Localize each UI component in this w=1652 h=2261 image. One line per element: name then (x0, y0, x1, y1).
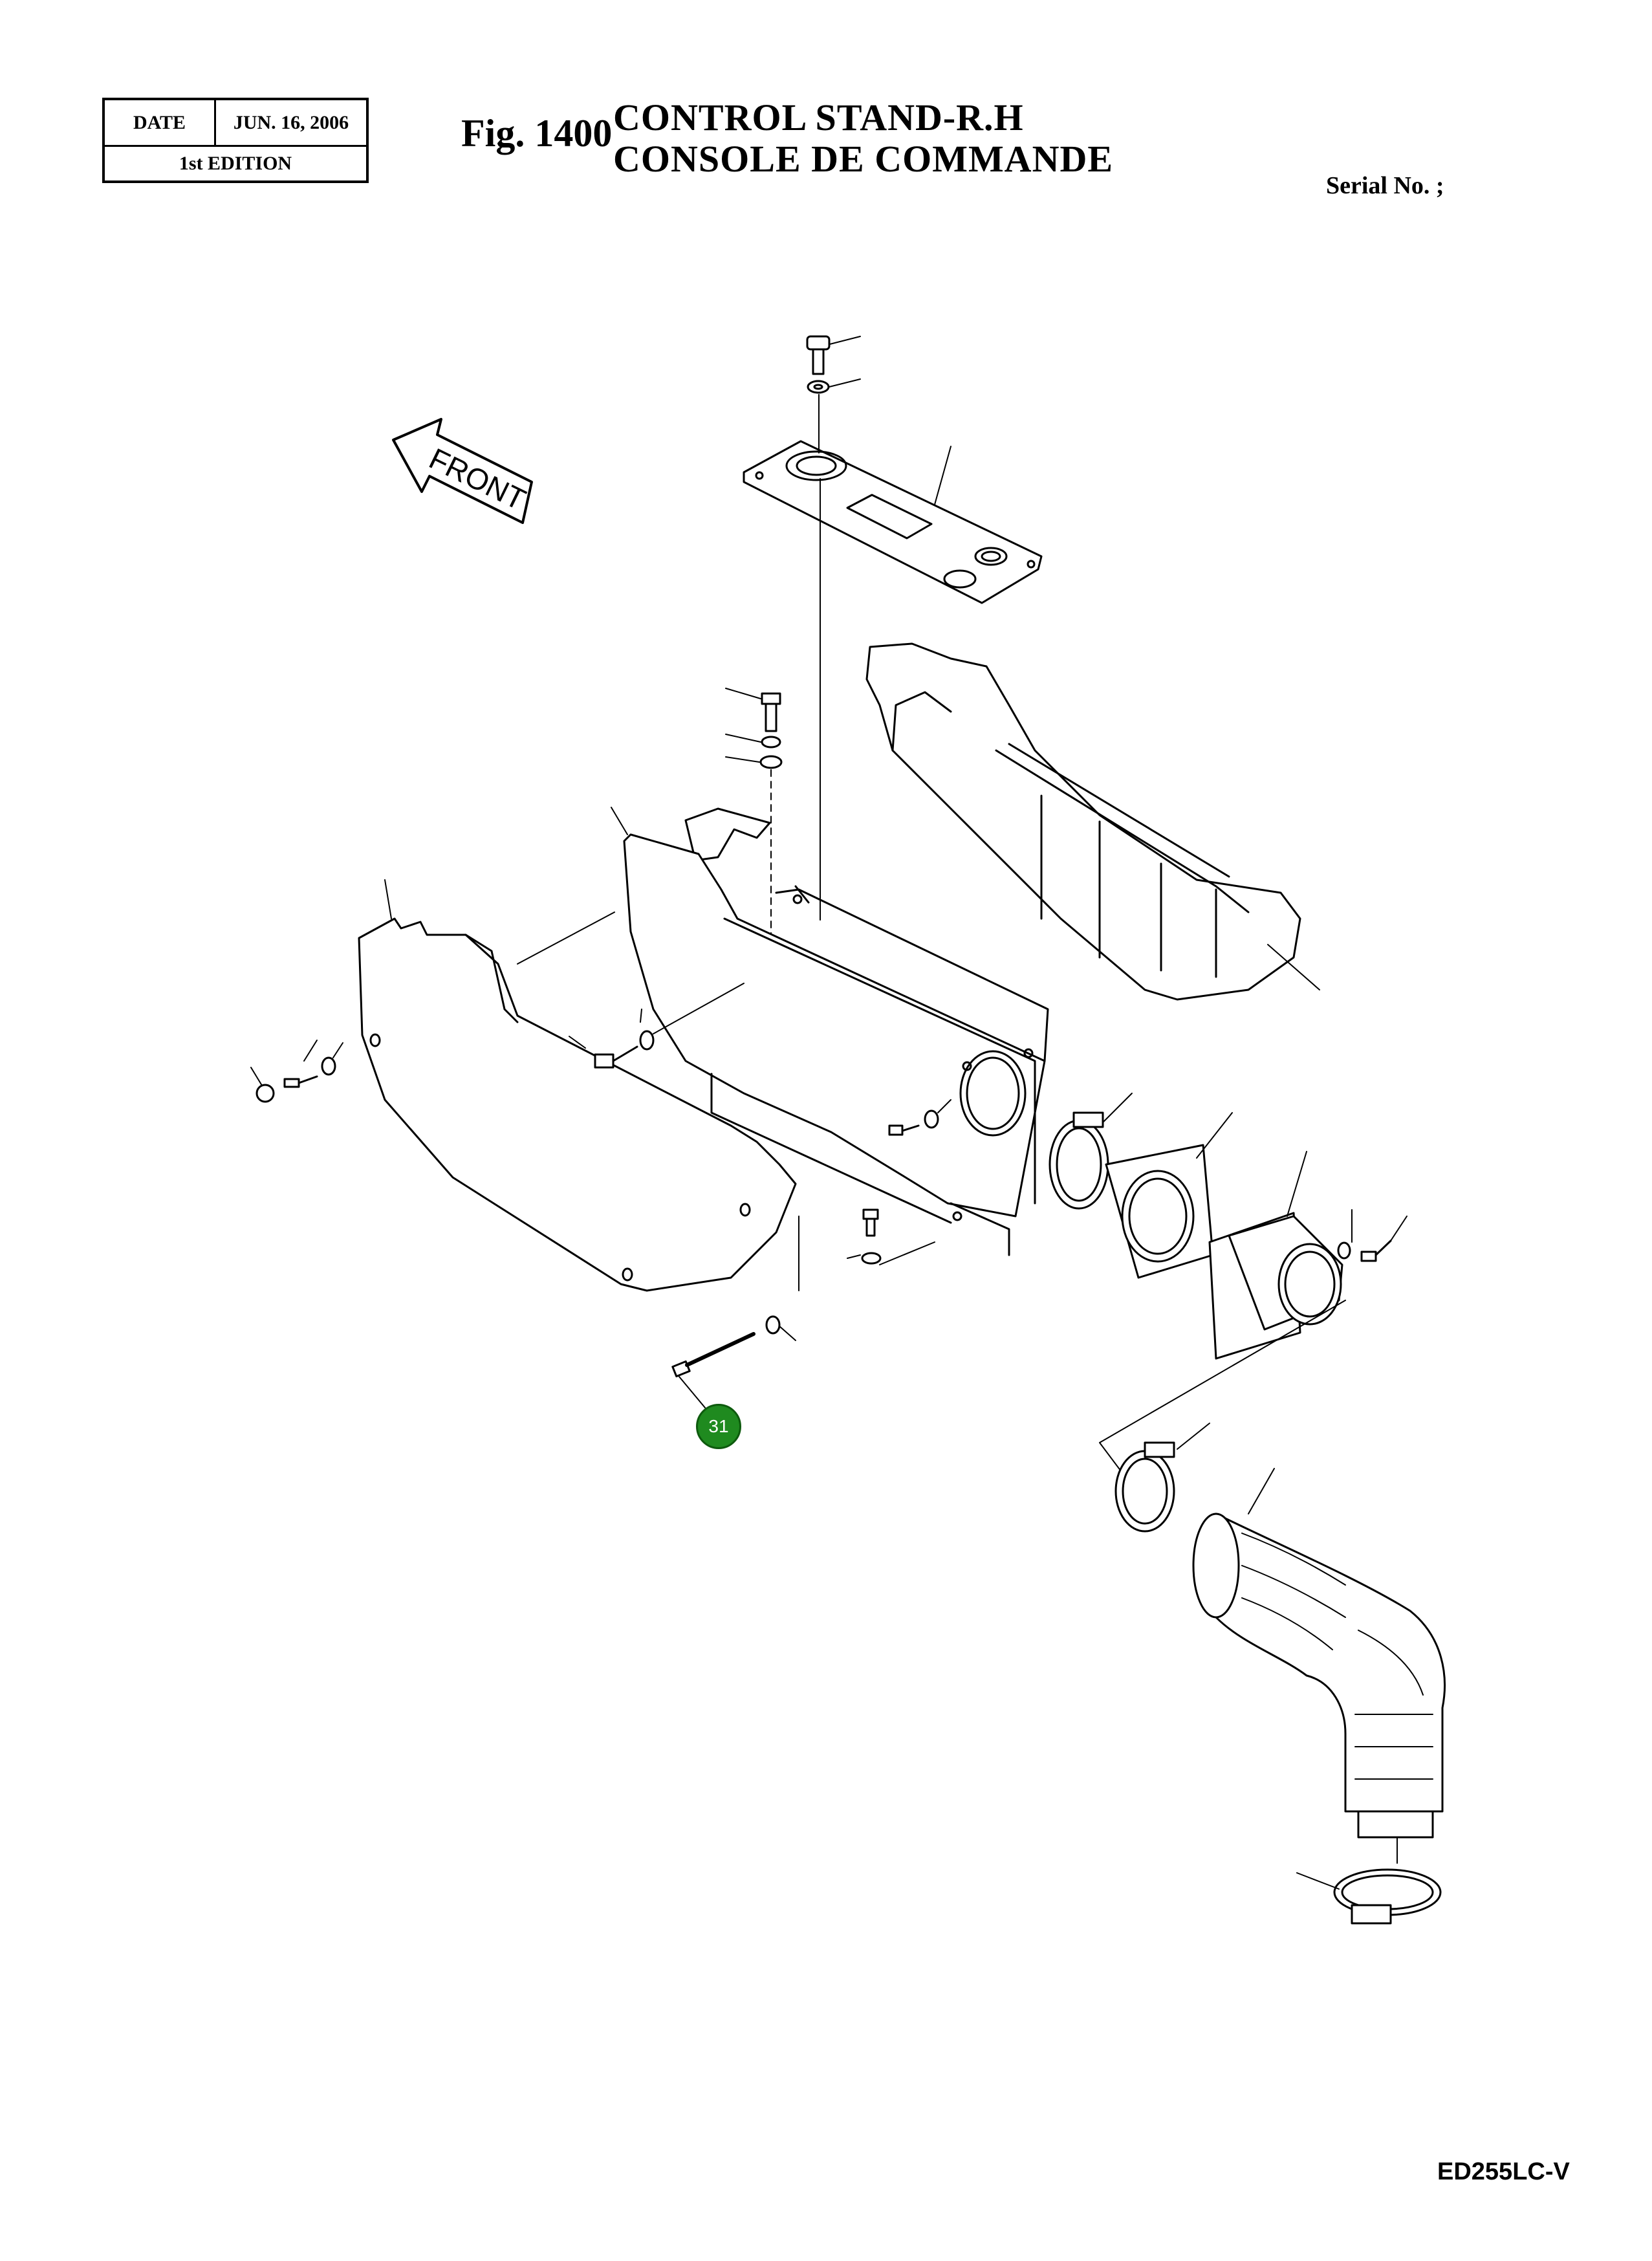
left-bolt-small (283, 1040, 318, 1088)
bracket-bolt (888, 1099, 951, 1136)
figure-number: Fig. 1400 (461, 112, 613, 155)
date-label: DATE (105, 100, 216, 145)
serial-number-label: Serial No. ; (1326, 172, 1444, 199)
left-washer (321, 1042, 343, 1076)
left-clip (250, 1067, 275, 1103)
date-edition-box: DATE JUN. 16, 2006 1st EDITION (102, 98, 369, 183)
top-washer (807, 378, 861, 394)
duct-flange (1105, 1112, 1233, 1279)
front-arrow: FRONT (392, 418, 533, 524)
front-arrow-label: FRONT (424, 441, 531, 516)
left-side-cover (358, 879, 799, 1292)
callout-badge-31[interactable]: 31 (696, 1404, 741, 1449)
duct-adaptor (1208, 1151, 1343, 1360)
date-row: DATE JUN. 16, 2006 (105, 100, 366, 147)
right-screw (1337, 1209, 1407, 1262)
mid-washer-2 (725, 755, 783, 769)
date-value: JUN. 16, 2006 (233, 111, 349, 133)
mid-washer-1 (725, 734, 781, 748)
hose-clamp-upper (1049, 1093, 1133, 1210)
lower-bolt (847, 1208, 935, 1265)
model-code: ED255LC-V (1437, 2158, 1570, 2185)
hose-clamp-lower (1296, 1868, 1442, 1925)
central-bracket (611, 807, 1049, 1256)
page-title-english: CONTROL STAND-R.H (613, 96, 1024, 138)
top-bolt (806, 335, 861, 375)
flexible-hose (1192, 1468, 1446, 1864)
hose-clamp-middle (1114, 1423, 1210, 1533)
right-side-cover (865, 642, 1320, 1001)
long-bolt (671, 1315, 796, 1408)
hose-leader-line (1099, 1300, 1346, 1482)
top-control-panel (743, 440, 1043, 604)
page-title-french: CONSOLE DE COMMANDE (613, 138, 1114, 180)
edition-label: 1st EDITION (179, 153, 292, 174)
center-bolt (569, 983, 744, 1069)
mid-bolt (725, 688, 781, 732)
